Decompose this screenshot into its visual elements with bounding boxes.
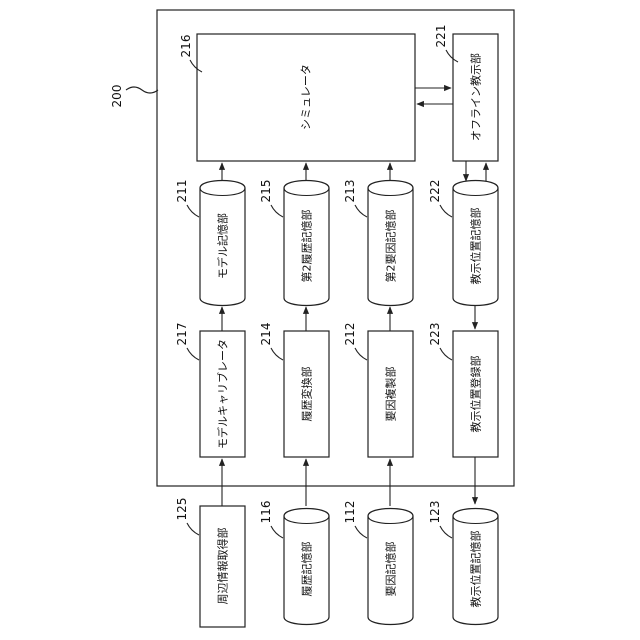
teaching-position-storage-external-number: 123: [428, 501, 442, 524]
teaching-position-storage-external-label: 教示位置記憶部: [469, 531, 483, 608]
history-storage-leader: [271, 526, 283, 538]
teaching-position-register-number: 223: [428, 323, 442, 346]
surroundings-info-acquirer-number: 125: [175, 498, 189, 521]
model-storage-number: 211: [175, 180, 189, 203]
model-storage-label: モデル記憶部: [216, 213, 230, 279]
second-factor-storage-number: 213: [343, 180, 357, 203]
factor-storage-cylinder: 要因記憶部 112: [343, 501, 413, 625]
history-storage-cylinder: 履歴記憶部 116: [259, 501, 329, 625]
teaching-position-storage-external-cylinder: 教示位置記憶部 123: [428, 501, 498, 625]
simulator-label: シミュレータ: [300, 64, 313, 130]
surroundings-info-acquirer-block: 周辺情報取得部 125: [175, 498, 245, 627]
surroundings-info-acquirer-leader: [187, 523, 199, 535]
history-converter-number: 214: [259, 323, 273, 346]
teaching-position-storage-internal-number: 222: [428, 180, 442, 203]
factor-storage-number: 112: [343, 501, 357, 524]
factor-storage-leader: [355, 526, 367, 538]
second-history-storage-number: 215: [259, 180, 273, 203]
history-converter-label: 履歴変換部: [300, 367, 314, 422]
offline-teaching-label: オフライン教示部: [469, 53, 483, 141]
model-calibrator-number: 217: [175, 323, 189, 346]
second-history-storage-label: 第2履歴記憶部: [300, 210, 314, 283]
factor-replicator-label: 要因複製部: [384, 367, 398, 422]
model-calibrator-label: モデルキャリブレータ: [216, 339, 230, 449]
teaching-position-storage-internal-label: 教示位置記憶部: [469, 208, 483, 285]
surroundings-info-acquirer-label: 周辺情報取得部: [216, 528, 230, 605]
second-factor-storage-label: 第2要因記憶部: [384, 210, 398, 283]
factor-storage-label: 要因記憶部: [384, 542, 398, 597]
simulator-block: シミュレータ 216: [179, 34, 415, 161]
history-storage-number: 116: [259, 501, 273, 524]
factor-replicator-number: 212: [343, 323, 357, 346]
system-number: 200: [110, 85, 124, 108]
history-storage-label: 履歴記憶部: [300, 542, 314, 597]
system-leader-line: [126, 87, 158, 93]
teaching-position-storage-external-leader: [440, 526, 452, 538]
simulator-number: 216: [179, 35, 193, 58]
offline-teaching-number: 221: [434, 25, 448, 48]
teaching-position-register-label: 教示位置登録部: [469, 356, 483, 433]
